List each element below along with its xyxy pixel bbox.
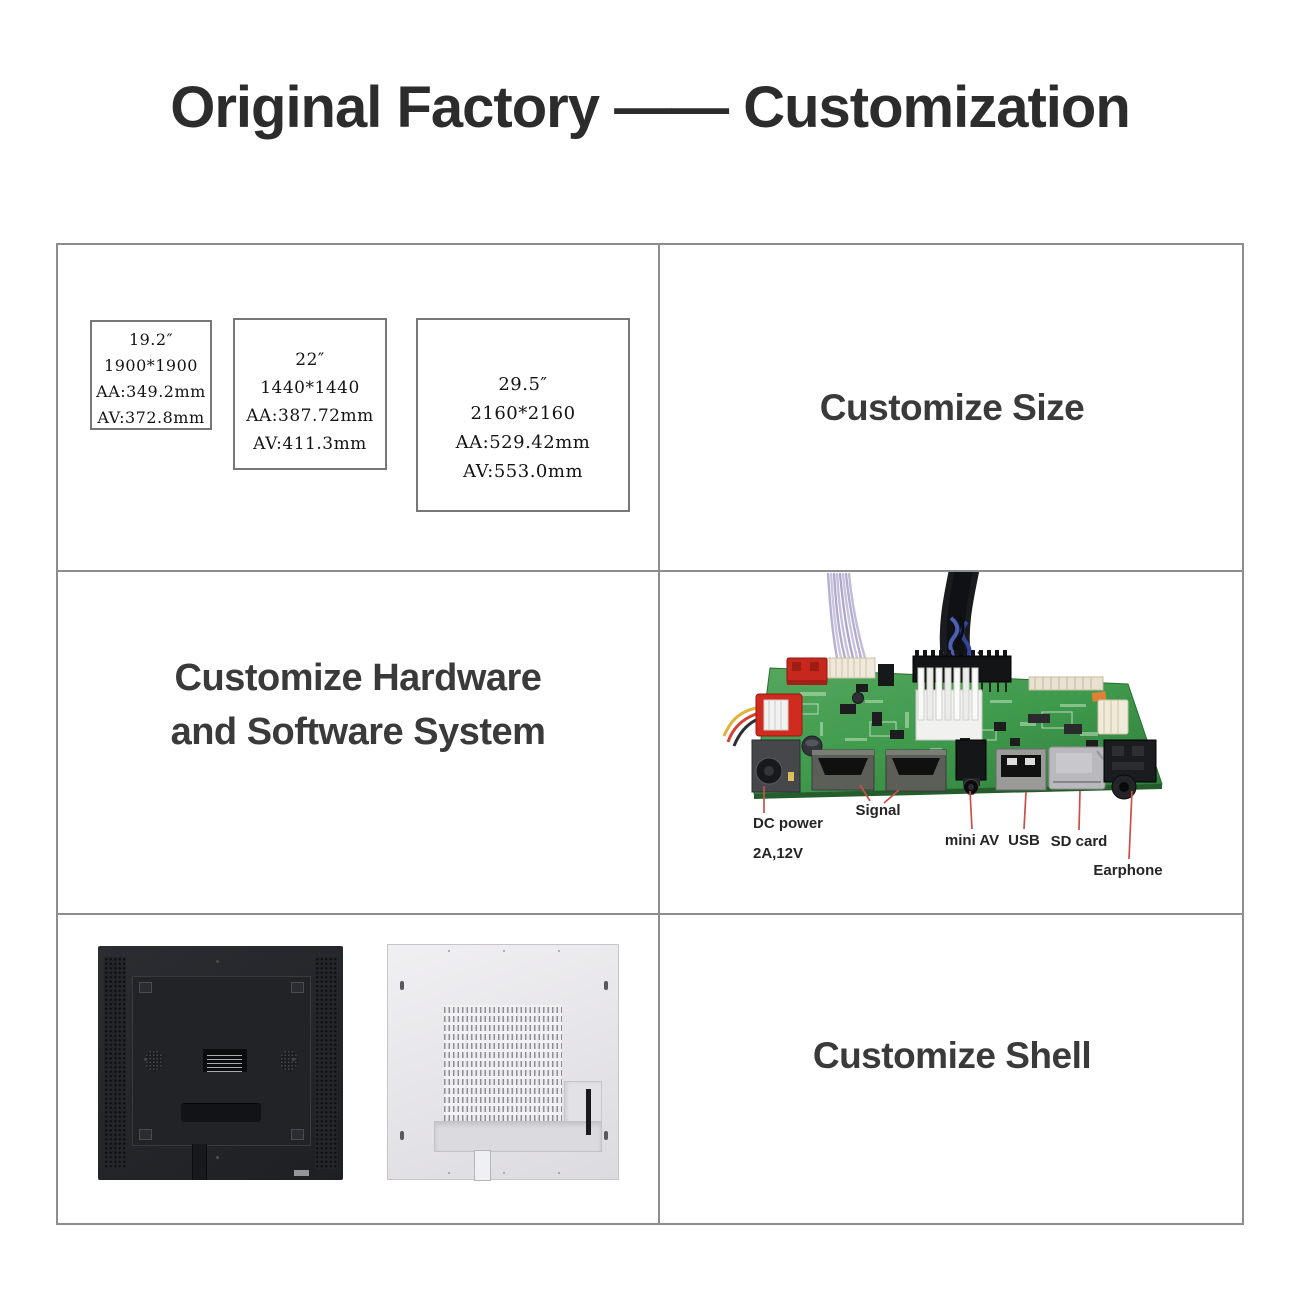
pcb-board-image [722,562,1163,860]
earphone-jack [1103,739,1157,800]
mini-av-label: mini AV [944,832,1000,849]
screw-dots [216,960,219,963]
panel-spec-box-19-2: 19.2″ 1900*1900 AA:349.2mm AV:372.8mm [90,320,212,430]
power-wire-connector [722,693,803,747]
panel-resolution: 1900*1900 [104,356,198,375]
table-column-divider [658,245,660,1223]
customize-hardware-label: Customize Hardware and Software System [58,651,658,759]
panel-aa: AA:529.42mm [455,432,591,453]
spec-sticker [203,1049,247,1072]
panel-av: AV:411.3mm [253,434,367,454]
speaker-grille [280,1050,298,1072]
panel-resolution: 1440*1440 [260,378,360,398]
panel-av: AV:372.8mm [97,408,205,427]
earphone-label: Earphone [1093,862,1163,879]
panel-av: AV:553.0mm [462,461,584,482]
table-row-divider-2 [58,913,1242,915]
sd-card-label: SD card [1050,833,1108,850]
corner-bracket [139,1129,152,1140]
leader-lines [763,784,1133,860]
rear-pin-strip [1028,676,1104,691]
customize-size-label: Customize Size [819,387,1085,428]
connector-recess [181,1103,261,1122]
panel-aa: AA:349.2mm [96,382,206,401]
screw-dots [448,950,450,952]
white-input-connector [824,657,876,679]
sd-card-slot [1048,746,1106,790]
customize-hardware-line1: Customize Hardware [174,657,542,699]
panel-size: 29.5″ [498,374,548,395]
right-connector [1091,691,1129,735]
vent-grid [444,1005,562,1121]
heatsink [915,667,983,741]
signal-label: Signal [855,802,901,819]
panel-size: 22″ [295,350,325,370]
vent-strip [104,957,126,1169]
corner-bracket [291,982,304,993]
panel-spec-box-22: 22″ 1440*1440 AA:387.72mm AV:411.3mm [233,318,387,470]
keyhole-screw [604,981,608,990]
corner-bracket [291,1129,304,1140]
keyhole-screw [400,981,404,990]
hdmi-port-1 [811,749,875,791]
panel-size: 19.2″ [128,330,174,349]
customize-hardware-line2: and Software System [170,711,546,753]
bottom-slot [294,1170,309,1176]
vent-strip [315,957,337,1169]
corner-bracket [139,982,152,993]
dc-power-jack [751,739,801,793]
connector-slot [586,1089,591,1135]
back-panel [132,976,311,1146]
black-monitor-back-image [98,946,343,1180]
jumper-header [878,664,894,686]
cable-notch [474,1150,491,1181]
table-row-divider-1 [58,570,1242,572]
lvds-ribbon-cable [826,572,867,660]
keyhole-screw [400,1131,404,1140]
panel-aa: AA:387.72mm [246,406,374,426]
panel-spec-box-29-5: 29.5″ 2160*2160 AA:529.42mm AV:553.0mm [416,318,630,512]
mount-tab [192,1144,207,1180]
usb-label: USB [1008,832,1040,849]
panel-resolution: 2160*2160 [470,403,576,424]
speaker-grille [145,1050,163,1072]
customization-table: 19.2″ 1900*1900 AA:349.2mm AV:372.8mm 22… [56,243,1244,1225]
hdmi-port-2 [885,749,947,792]
page-title: Original Factory —— Customization [170,75,1131,140]
keyhole-screw [604,1131,608,1140]
dc-power-spec-label: 2A,12V [753,845,804,862]
red-connector [786,657,828,685]
mini-av-jack [955,739,987,795]
usb-port [995,748,1047,791]
dc-power-label: DC power [753,815,824,832]
pcb-photo: DC power 2A,12V Signal mini AV USB SD ca… [660,562,1246,915]
white-monitor-back-image [387,944,619,1181]
customize-shell-label: Customize Shell [812,1035,1092,1076]
cable-bay-horizontal [434,1121,602,1152]
